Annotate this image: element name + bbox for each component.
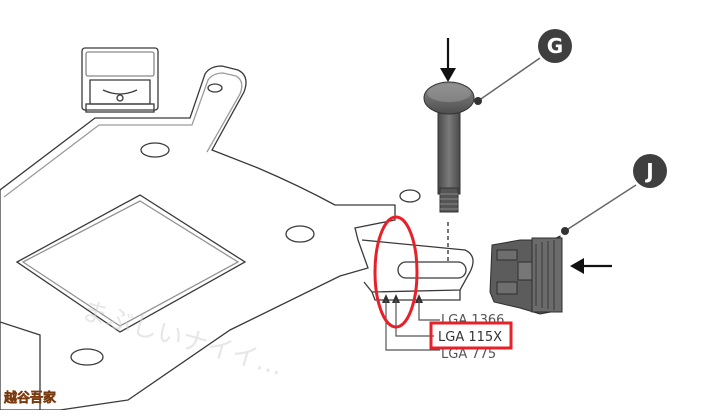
mounting-pin-g — [423, 81, 475, 213]
socket-leader-lines — [385, 300, 440, 351]
bracket-plate — [0, 65, 396, 411]
callout-j: J — [561, 154, 667, 235]
callout-j-letter: J — [644, 159, 653, 183]
spacer-insert-arrow — [570, 258, 612, 274]
watermark-text: まぶしいナイイ… — [78, 296, 286, 382]
spacer-j — [489, 235, 563, 315]
slot-markers — [382, 294, 423, 303]
label-lga775: LGA 775 — [441, 347, 496, 362]
corner-logo: 越谷吾家 — [3, 390, 58, 407]
label-lga1366: LGA 1366 — [441, 313, 504, 328]
callout-g-letter: G — [547, 34, 563, 58]
highlight-ellipse-slots — [373, 215, 419, 329]
mounting-holes — [70, 83, 421, 366]
pin-insert-arrow — [440, 38, 456, 82]
center-opening — [15, 194, 247, 333]
highlight-box-lga115x — [429, 321, 513, 350]
corner-logo-text: 越谷吾家 — [3, 390, 57, 406]
label-lga115x: LGA 115X — [438, 330, 502, 345]
callout-g: G — [474, 29, 572, 105]
retention-clip — [81, 47, 159, 113]
